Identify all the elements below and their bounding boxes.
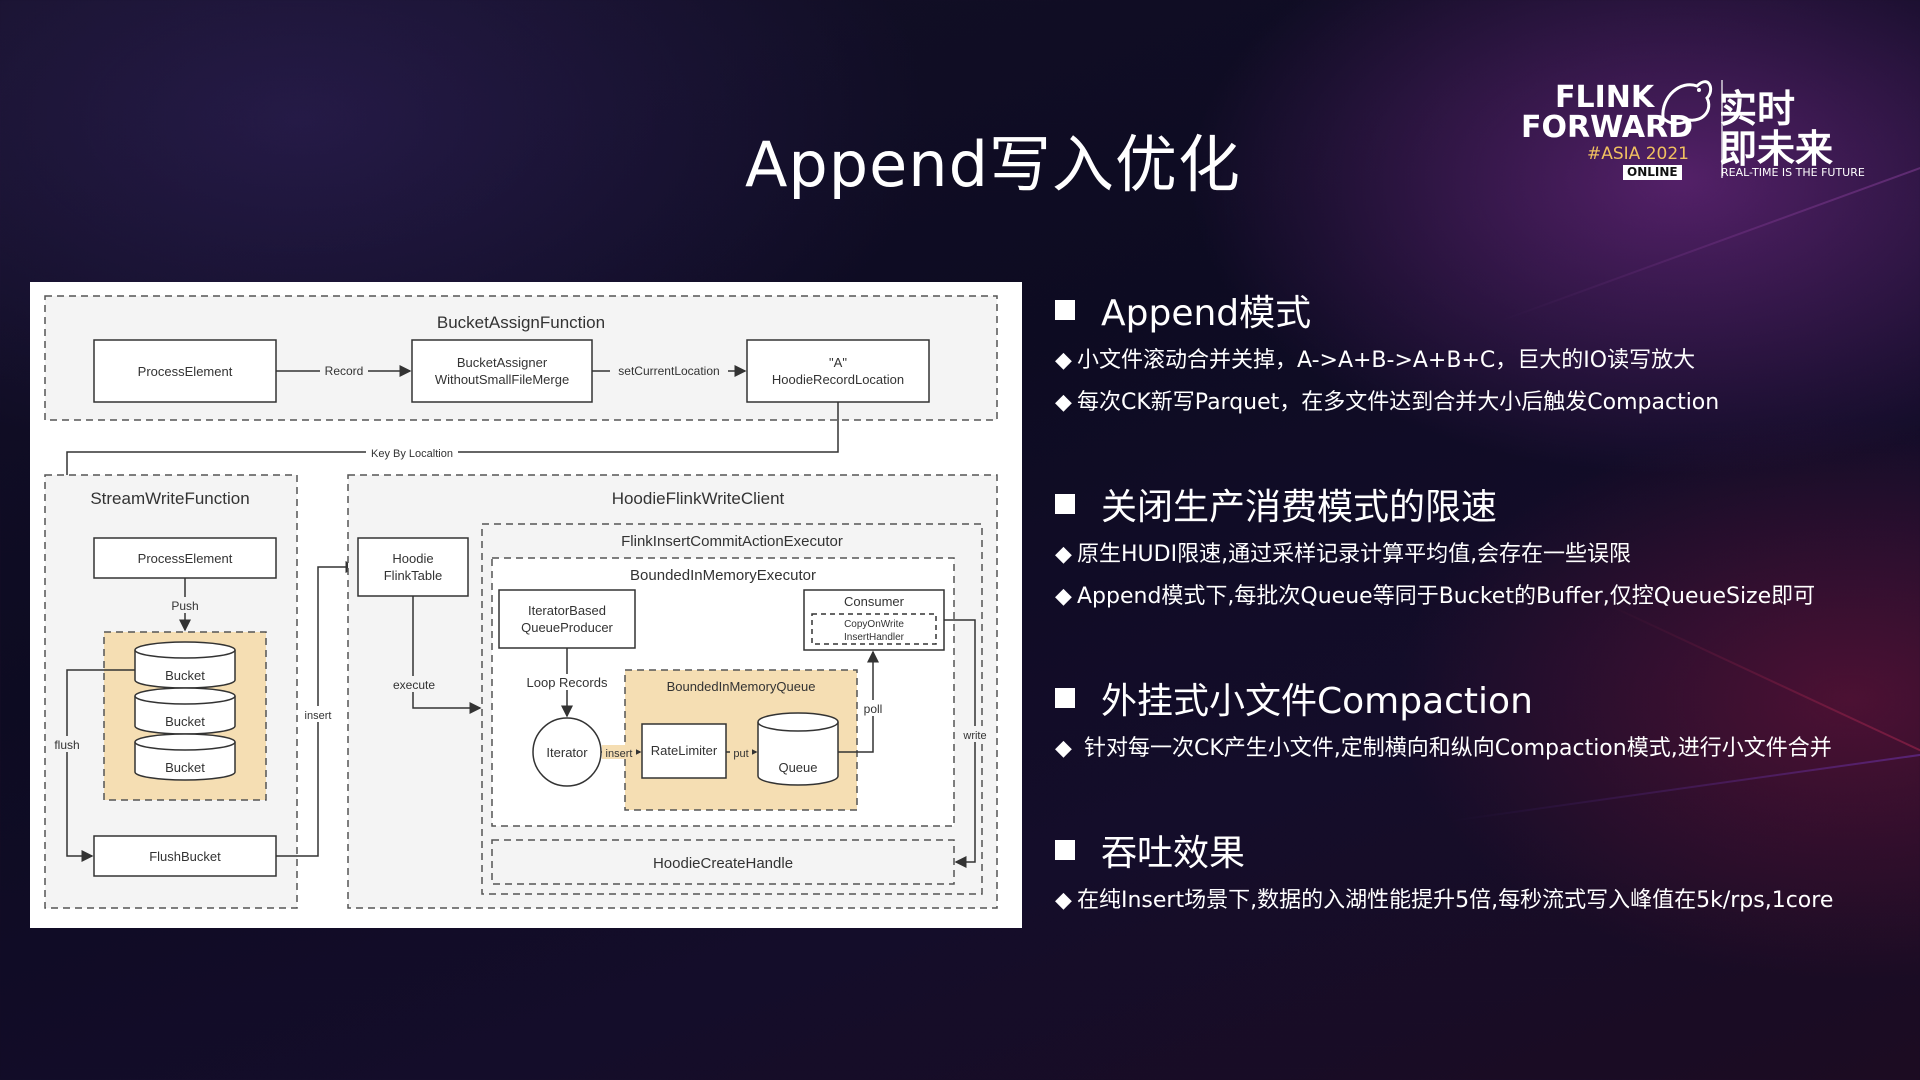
diamond-bullet-icon: ◆: [1055, 390, 1072, 415]
rate-limiter-label: RateLimiter: [651, 743, 718, 758]
list-item: ◆ 针对每一次CK产生小文件,定制横向和纵向Compaction模式,进行小文件…: [1055, 734, 1832, 764]
section-rate-limit: 关闭生产消费模式的限速 ◆原生HUDI限速,通过采样记录计算平均值,会存在一些误…: [1055, 480, 1815, 612]
create-handle-label: HoodieCreateHandle: [653, 855, 793, 872]
list-item: ◆在纯Insert场景下,数据的入湖性能提升5倍,每秒流式写入峰值在5k/rps…: [1055, 886, 1833, 916]
bucket-label-1: Bucket: [165, 668, 205, 683]
bucket-assigner-box: [411, 339, 593, 403]
poll-connector: [838, 650, 879, 753]
diamond-bullet-icon: ◆: [1055, 584, 1072, 609]
record-location-label-2: HoodieRecordLocation: [772, 372, 904, 387]
insert-handler-label-2: InsertHandler: [844, 632, 905, 643]
push-label: Push: [171, 599, 198, 613]
section-title: Append模式: [1101, 293, 1312, 334]
section-throughput: 吞吐效果 ◆在纯Insert场景下,数据的入湖性能提升5倍,每秒流式写入峰值在5…: [1055, 826, 1833, 916]
logo-cn-line1: 实时: [1719, 87, 1796, 131]
execute-label: execute: [393, 678, 435, 692]
section-title: 关闭生产消费模式的限速: [1101, 487, 1498, 528]
queue-producer-box: [498, 589, 636, 649]
queue-label: Queue: [778, 760, 817, 775]
write-client-title: HoodieFlinkWriteClient: [612, 489, 785, 508]
bucket-assigner-label-1: BucketAssigner: [457, 355, 548, 370]
poll-label: poll: [864, 702, 883, 716]
key-by-label: Key By Localtion: [371, 448, 453, 460]
flink-forward-logo: FLINK FORWARD #ASIA 2021 ONLINE 实时 即未来 R…: [1515, 66, 1865, 186]
section-append-mode: Append模式 ◆小文件滚动合并关掉，A->A+B->A+B+C，巨大的IO读…: [1055, 286, 1719, 418]
list-item: ◆每次CK新写Parquet，在多文件达到合并大小后触发Compaction: [1055, 388, 1719, 418]
bucket-label-2: Bucket: [165, 714, 205, 729]
consumer-label: Consumer: [844, 594, 905, 609]
insert-handler-label-1: CopyOnWrite: [844, 619, 904, 630]
bucket-assign-title: BucketAssignFunction: [437, 313, 605, 332]
flush-label: flush: [54, 738, 79, 752]
set-location-label: setCurrentLocation: [618, 364, 719, 378]
square-bullet-icon: [1055, 494, 1075, 514]
slide-title: Append写入优化: [745, 128, 1241, 201]
hoodie-table-label-1: Hoodie: [392, 551, 433, 566]
commit-executor-title: FlinkInsertCommitActionExecutor: [621, 533, 843, 550]
logo-forward: FORWARD: [1521, 110, 1694, 145]
section-compaction: 外挂式小文件Compaction ◆ 针对每一次CK产生小文件,定制横向和纵向C…: [1055, 674, 1832, 764]
flush-bucket-label: FlushBucket: [149, 849, 221, 864]
bucket-cylinder-3: [134, 733, 236, 781]
rate-limiter-box: [641, 723, 727, 779]
diamond-bullet-icon: ◆: [1055, 736, 1072, 761]
process-element-box-stream: [93, 537, 277, 579]
bucket-assigner-label-2: WithoutSmallFileMerge: [435, 372, 569, 387]
bounded-executor-title: BoundedInMemoryExecutor: [630, 567, 816, 584]
execute-connector: [412, 596, 482, 714]
square-bullet-icon: [1055, 300, 1075, 320]
record-location-label-1: "A": [829, 355, 847, 370]
insert-handler-box: [811, 613, 937, 645]
logo-flink: FLINK: [1555, 80, 1655, 115]
diamond-bullet-icon: ◆: [1055, 888, 1072, 913]
section-title: 吞吐效果: [1101, 833, 1246, 874]
logo-online-badge: ONLINE: [1623, 165, 1682, 180]
iterator-label: Iterator: [546, 745, 588, 760]
queue-producer-label-1: IteratorBased: [528, 603, 606, 618]
put-label: put: [733, 748, 748, 760]
record-arrow-label: Record: [325, 364, 364, 378]
bucket-label-3: Bucket: [165, 760, 205, 775]
write-label: write: [962, 730, 986, 742]
logo-divider: [1721, 80, 1723, 178]
loop-records-label: Loop Records: [527, 675, 608, 690]
process-element-box-top: [93, 339, 277, 403]
queue-cylinder: [757, 712, 839, 786]
list-item: ◆小文件滚动合并关掉，A->A+B->A+B+C，巨大的IO读写放大: [1055, 346, 1719, 376]
list-item: ◆原生HUDI限速,通过采样记录计算平均值,会存在一些误限: [1055, 540, 1815, 570]
square-bullet-icon: [1055, 688, 1075, 708]
create-handle-panel: [491, 839, 955, 885]
logo-asia: #ASIA 2021: [1587, 144, 1689, 164]
hoodie-table-label-2: FlinkTable: [384, 568, 443, 583]
logo-tagline: REAL-TIME IS THE FUTURE: [1721, 166, 1865, 179]
hoodie-table-box: [357, 537, 469, 597]
iterator-insert-label: insert: [606, 748, 633, 760]
insert-label-left: insert: [305, 710, 332, 722]
process-element-label-stream: ProcessElement: [138, 551, 233, 566]
architecture-diagram: BucketAssignFunction ProcessElement Buck…: [30, 282, 1022, 928]
bucket-cylinder-2: [134, 687, 236, 735]
flush-connector: [66, 669, 135, 862]
square-bullet-icon: [1055, 840, 1075, 860]
process-element-label-top: ProcessElement: [138, 364, 233, 379]
memory-queue-title: BoundedInMemoryQueue: [667, 679, 816, 694]
diamond-bullet-icon: ◆: [1055, 348, 1072, 373]
stream-write-title: StreamWriteFunction: [90, 489, 249, 508]
queue-producer-label-2: QueueProducer: [521, 620, 613, 635]
record-location-box: [746, 339, 930, 403]
section-title: 外挂式小文件Compaction: [1101, 681, 1533, 722]
bucket-cylinder-1: [134, 641, 236, 689]
logo-cn-line2: 即未来: [1719, 127, 1834, 171]
squirrel-icon: [1661, 80, 1713, 126]
list-item: ◆Append模式下,每批次Queue等同于Bucket的Buffer,仅控Qu…: [1055, 582, 1815, 612]
diamond-bullet-icon: ◆: [1055, 542, 1072, 567]
